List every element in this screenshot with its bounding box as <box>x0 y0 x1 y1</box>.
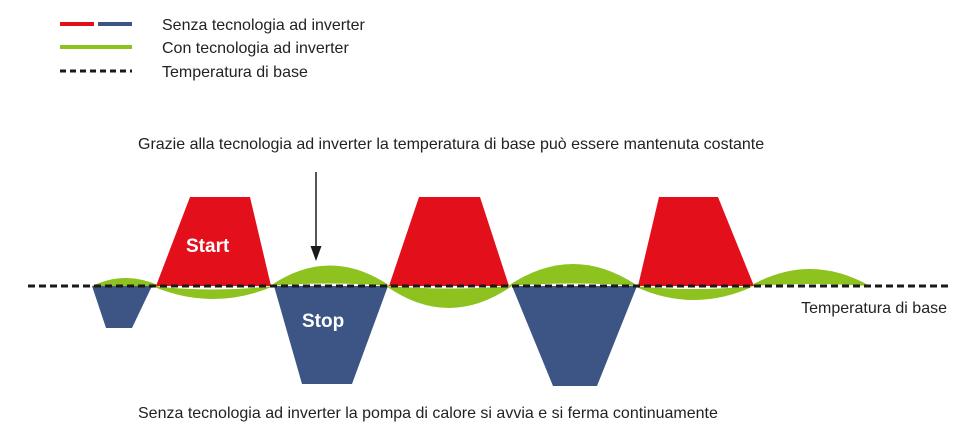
start-label: Start <box>186 236 230 257</box>
red-trapezoid-2 <box>389 197 509 286</box>
caption-top: Grazie alla tecnologia ad inverter la te… <box>138 136 764 153</box>
legend-label-without-inverter: Senza tecnologia ad inverter <box>162 17 365 34</box>
red-start-shapes <box>156 197 754 286</box>
red-trapezoid-1 <box>156 197 271 286</box>
blue-stop-shapes <box>92 286 637 386</box>
green-lens-6 <box>634 286 754 300</box>
blue-trapezoid-1 <box>92 286 152 328</box>
green-curve <box>92 264 870 308</box>
arrow-down-icon <box>310 172 322 261</box>
baseline-label: Temperatura di base <box>801 300 947 317</box>
legend-item-with-inverter: Con tecnologia ad inverter <box>60 40 349 57</box>
red-trapezoid-3 <box>638 197 754 286</box>
legend-label-with-inverter: Con tecnologia ad inverter <box>162 40 349 57</box>
green-lens-5 <box>508 264 638 286</box>
legend-item-without-inverter: Senza tecnologia ad inverter <box>60 17 365 34</box>
green-lens-7 <box>750 269 870 286</box>
caption-bottom: Senza tecnologia ad inverter la pompa di… <box>138 405 718 422</box>
blue-trapezoid-2 <box>274 286 388 384</box>
stop-label: Stop <box>302 311 344 332</box>
legend-item-base-temperature: Temperatura di base <box>60 64 308 81</box>
legend-label-base-temperature: Temperatura di base <box>162 64 308 81</box>
green-lens-4 <box>386 286 512 308</box>
green-lens-2 <box>152 286 274 299</box>
blue-trapezoid-3 <box>512 286 637 386</box>
legend: Senza tecnologia ad inverter Con tecnolo… <box>60 17 365 81</box>
green-lens-3 <box>270 265 390 286</box>
